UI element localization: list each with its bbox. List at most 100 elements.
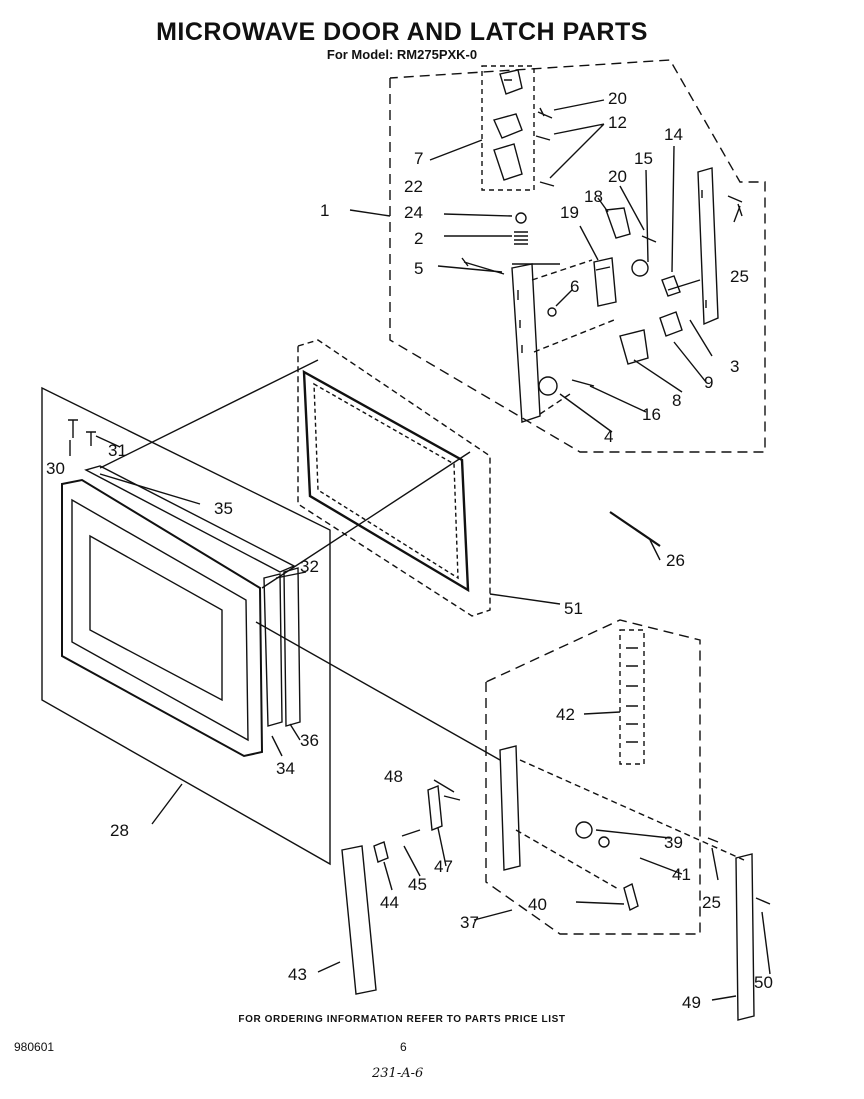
lower-latch-bar xyxy=(499,745,521,871)
lever-part-40 xyxy=(623,882,639,912)
callout-39: 39 xyxy=(664,833,683,852)
clip-part-18 xyxy=(605,207,631,239)
actuator-part-14 xyxy=(661,275,681,297)
callout-5: 5 xyxy=(414,259,423,278)
spring-stack-part-42 xyxy=(626,647,638,743)
screw-part-20 xyxy=(537,107,553,119)
callout-41: 41 xyxy=(672,865,691,884)
strip-part-35 xyxy=(84,465,296,573)
callout-35: 35 xyxy=(214,499,233,518)
lower-assembly-lines xyxy=(515,759,745,891)
screw-part-6 xyxy=(547,307,557,317)
callout-43: 43 xyxy=(288,965,307,984)
callout-36: 36 xyxy=(300,731,319,750)
callout-20a: 20 xyxy=(608,89,627,108)
callout-22: 22 xyxy=(404,177,423,196)
callout-51: 51 xyxy=(564,599,583,618)
screw-part-48 xyxy=(443,795,461,801)
spring-part-24 xyxy=(514,231,528,245)
callout-42: 42 xyxy=(556,705,575,724)
callout-45: 45 xyxy=(408,875,427,894)
callout-25b: 25 xyxy=(702,893,721,912)
callout-44: 44 xyxy=(380,893,399,912)
document-id: 980601 xyxy=(14,1040,55,1054)
screw-part-50 xyxy=(755,897,771,905)
cam-part-39 xyxy=(575,821,593,839)
roller-part-15 xyxy=(631,259,649,277)
callout-7: 7 xyxy=(414,149,423,168)
screw-part-20b xyxy=(641,235,657,243)
callout-50: 50 xyxy=(754,973,773,992)
callout-26: 26 xyxy=(666,551,685,570)
hinge-part-top xyxy=(499,69,523,95)
strip-part-36 xyxy=(283,567,301,727)
model-subtitle: For Model: RM275PXK-0 xyxy=(326,47,478,62)
trim-part-49 xyxy=(735,853,755,1021)
door-frame xyxy=(61,478,264,758)
cap-part-22 xyxy=(515,212,527,224)
clip-part-47 xyxy=(427,785,443,831)
door-group-outline xyxy=(41,386,331,866)
callout-2: 2 xyxy=(414,229,423,248)
door-guide-lines xyxy=(99,359,501,761)
callout-19: 19 xyxy=(560,203,579,222)
callout-1: 1 xyxy=(320,201,329,220)
leader-lines xyxy=(69,99,771,1001)
door-window xyxy=(89,534,223,702)
callout-40: 40 xyxy=(528,895,547,914)
callout-30: 30 xyxy=(46,459,65,478)
callout-34: 34 xyxy=(276,759,295,778)
page-number: 6 xyxy=(400,1040,407,1054)
callout-24: 24 xyxy=(404,203,423,222)
callout-25a: 25 xyxy=(730,267,749,286)
callout-48: 48 xyxy=(384,767,403,786)
screw-part-31 xyxy=(86,431,96,446)
ordering-note: FOR ORDERING INFORMATION REFER TO PARTS … xyxy=(238,1014,566,1025)
screw-part-30 xyxy=(68,419,78,438)
trim-part-43 xyxy=(341,845,377,995)
callout-31: 31 xyxy=(108,441,127,460)
strip-part-32 xyxy=(263,573,283,727)
hinge-part-bottom xyxy=(493,143,523,181)
handwritten-note: 231-A-6 xyxy=(372,1066,424,1081)
screw-part-25a xyxy=(727,195,743,217)
callout-47: 47 xyxy=(434,857,453,876)
callout-15: 15 xyxy=(634,149,653,168)
latch-assembly-outline xyxy=(389,59,766,453)
callout-32: 32 xyxy=(300,557,319,576)
latch-bar-part-2 xyxy=(511,263,541,423)
hinge-part-middle xyxy=(493,113,523,139)
door-choke-inner-2 xyxy=(313,382,459,580)
spring-stack-outline xyxy=(619,629,645,765)
pad-part-44 xyxy=(373,841,389,863)
rod-part-26 xyxy=(609,511,661,547)
screw-part-12b xyxy=(539,181,555,187)
callout-16: 16 xyxy=(642,405,661,424)
bracket-part-19 xyxy=(593,257,617,307)
screw-part-16 xyxy=(571,379,595,387)
callout-8: 8 xyxy=(672,391,681,410)
callout-3: 3 xyxy=(730,357,739,376)
washer-part-41 xyxy=(598,836,610,848)
bracket-part-8 xyxy=(619,329,649,365)
callout-37: 37 xyxy=(460,913,479,932)
callout-14: 14 xyxy=(664,125,683,144)
callout-6: 6 xyxy=(570,277,579,296)
switch-part-9 xyxy=(659,311,683,337)
spring-part-45 xyxy=(401,829,421,837)
callout-28: 28 xyxy=(110,821,129,840)
callout-4: 4 xyxy=(604,427,613,446)
callout-49: 49 xyxy=(682,993,701,1012)
rail-part-3 xyxy=(697,167,719,326)
callout-20b: 20 xyxy=(608,167,627,186)
door-choke-outline xyxy=(297,339,491,617)
callout-9: 9 xyxy=(704,373,713,392)
door-choke-inner xyxy=(302,369,470,593)
page-title: MICROWAVE DOOR AND LATCH PARTS xyxy=(156,18,648,46)
hinge-group-outline xyxy=(481,65,535,191)
lower-latch-outline xyxy=(485,619,701,935)
callout-18: 18 xyxy=(584,187,603,206)
screw-part-12a xyxy=(535,135,551,141)
callout-12: 12 xyxy=(608,113,627,132)
